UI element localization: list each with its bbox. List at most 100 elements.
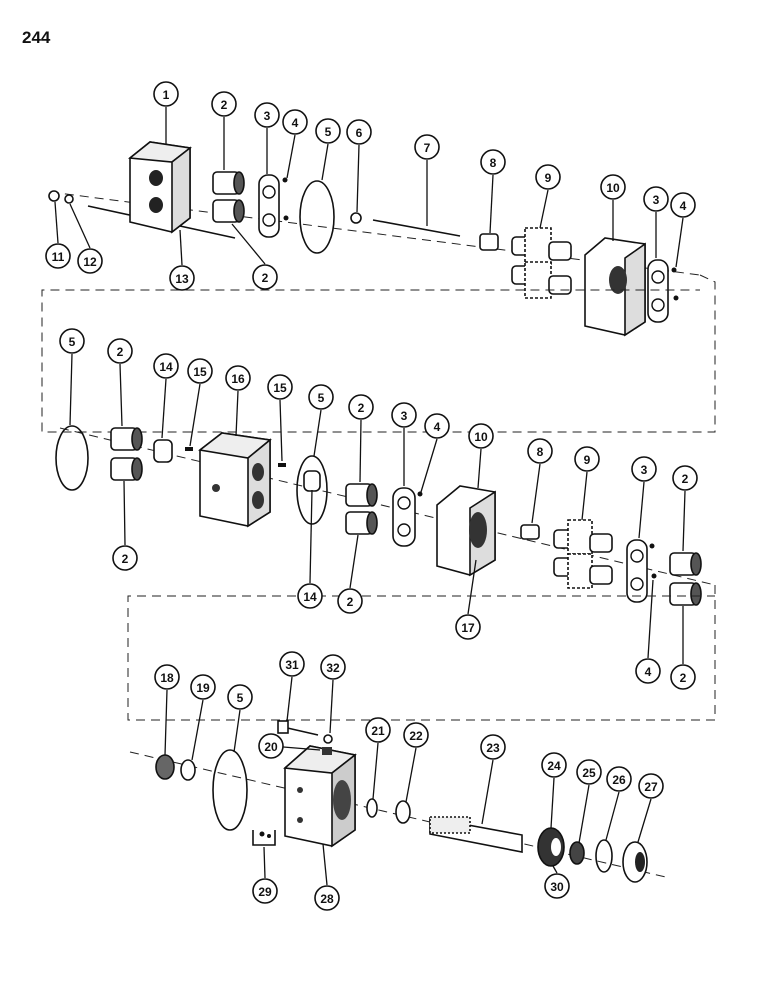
callout-label: 10 bbox=[606, 181, 620, 195]
callout-bubble bbox=[297, 583, 323, 609]
callout-4: 4 bbox=[670, 192, 696, 218]
callout-label: 4 bbox=[292, 116, 299, 130]
callout-bubble bbox=[643, 186, 669, 212]
callout-3: 3 bbox=[631, 456, 657, 482]
callout-bubble bbox=[112, 545, 138, 571]
callout-bubble bbox=[414, 134, 440, 160]
assembly-guide-frame bbox=[127, 585, 716, 721]
callout-label: 5 bbox=[69, 335, 76, 349]
callout-bubble bbox=[320, 654, 346, 680]
washer bbox=[350, 212, 362, 224]
bearing-pair bbox=[669, 552, 702, 606]
callout-bubble bbox=[154, 664, 180, 690]
callout-bubble bbox=[365, 717, 391, 743]
callout-bubble bbox=[606, 766, 632, 792]
callout-30: 30 bbox=[544, 873, 570, 899]
callout-bubble bbox=[672, 465, 698, 491]
seal bbox=[283, 215, 289, 221]
callout-label: 9 bbox=[584, 453, 591, 467]
callout-bubble bbox=[153, 353, 179, 379]
callout-8: 8 bbox=[527, 438, 553, 464]
pin bbox=[185, 447, 193, 451]
screw-head bbox=[277, 720, 289, 734]
callout-bubble bbox=[59, 328, 85, 354]
callout-bubble bbox=[225, 365, 251, 391]
callout-bubble bbox=[635, 658, 661, 684]
wear-plate bbox=[258, 174, 280, 238]
seal bbox=[282, 177, 288, 183]
callout-15: 15 bbox=[187, 358, 213, 384]
callout-bubble bbox=[631, 456, 657, 482]
drive-shaft bbox=[429, 816, 523, 853]
callout-label: 4 bbox=[680, 199, 687, 213]
callout-bubble bbox=[535, 164, 561, 190]
callout-25: 25 bbox=[576, 759, 602, 785]
callout-label: 10 bbox=[474, 430, 488, 444]
callout-label: 21 bbox=[371, 724, 385, 738]
wear-plate bbox=[647, 259, 669, 323]
o-ring bbox=[595, 839, 613, 873]
callout-2: 2 bbox=[252, 264, 278, 290]
cover bbox=[127, 141, 192, 234]
callout-7: 7 bbox=[414, 134, 440, 160]
callout-label: 3 bbox=[653, 193, 660, 207]
o-ring bbox=[55, 425, 89, 491]
callout-label: 14 bbox=[159, 360, 173, 374]
callout-26: 26 bbox=[606, 766, 632, 792]
callout-label: 5 bbox=[318, 391, 325, 405]
center-body bbox=[198, 432, 272, 528]
callout-29: 29 bbox=[252, 878, 278, 904]
callout-5: 5 bbox=[59, 328, 85, 354]
callout-bubble bbox=[541, 752, 567, 778]
callout-label: 13 bbox=[175, 272, 189, 286]
end-cover bbox=[283, 745, 357, 848]
assembly-guide-frame bbox=[41, 274, 716, 433]
wear-plate bbox=[626, 539, 648, 603]
callout-32: 32 bbox=[320, 654, 346, 680]
callout-label: 12 bbox=[83, 255, 97, 269]
callout-2: 2 bbox=[107, 338, 133, 364]
gear-set bbox=[553, 519, 613, 589]
callout-label: 8 bbox=[490, 156, 497, 170]
callout-2: 2 bbox=[672, 465, 698, 491]
callout-bubble bbox=[403, 722, 429, 748]
bushing bbox=[153, 439, 173, 463]
callout-label: 25 bbox=[582, 766, 596, 780]
callout-2: 2 bbox=[211, 91, 237, 117]
callout-9: 9 bbox=[535, 164, 561, 190]
callout-5: 5 bbox=[308, 384, 334, 410]
callout-bubble bbox=[574, 446, 600, 472]
callout-bubble bbox=[308, 384, 334, 410]
callout-bubble bbox=[391, 402, 417, 428]
callout-label: 2 bbox=[262, 271, 269, 285]
callout-28: 28 bbox=[314, 885, 340, 911]
seal bbox=[417, 491, 423, 497]
callout-label: 32 bbox=[326, 661, 340, 675]
callout-label: 11 bbox=[52, 250, 65, 264]
nut bbox=[48, 190, 60, 202]
callout-label: 28 bbox=[320, 892, 334, 906]
callout-2: 2 bbox=[670, 664, 696, 690]
callout-5: 5 bbox=[315, 118, 341, 144]
callout-bubble bbox=[315, 118, 341, 144]
callout-31: 31 bbox=[279, 651, 305, 677]
callout-22: 22 bbox=[403, 722, 429, 748]
dowel bbox=[520, 524, 540, 540]
callout-bubble bbox=[424, 413, 450, 439]
seal bbox=[651, 573, 657, 579]
o-ring bbox=[296, 455, 328, 525]
callout-label: 2 bbox=[122, 552, 129, 566]
o-ring bbox=[299, 180, 335, 254]
callout-bubble bbox=[190, 674, 216, 700]
callout-15: 15 bbox=[267, 374, 293, 400]
washer bbox=[395, 800, 411, 824]
bearing-pair bbox=[110, 427, 143, 481]
callout-9: 9 bbox=[574, 446, 600, 472]
callout-label: 5 bbox=[325, 125, 332, 139]
callout-19: 19 bbox=[190, 674, 216, 700]
plug bbox=[155, 754, 175, 780]
callout-bubble bbox=[337, 588, 363, 614]
callout-label: 2 bbox=[680, 671, 687, 685]
callout-2: 2 bbox=[112, 545, 138, 571]
callout-bubble bbox=[77, 248, 103, 274]
